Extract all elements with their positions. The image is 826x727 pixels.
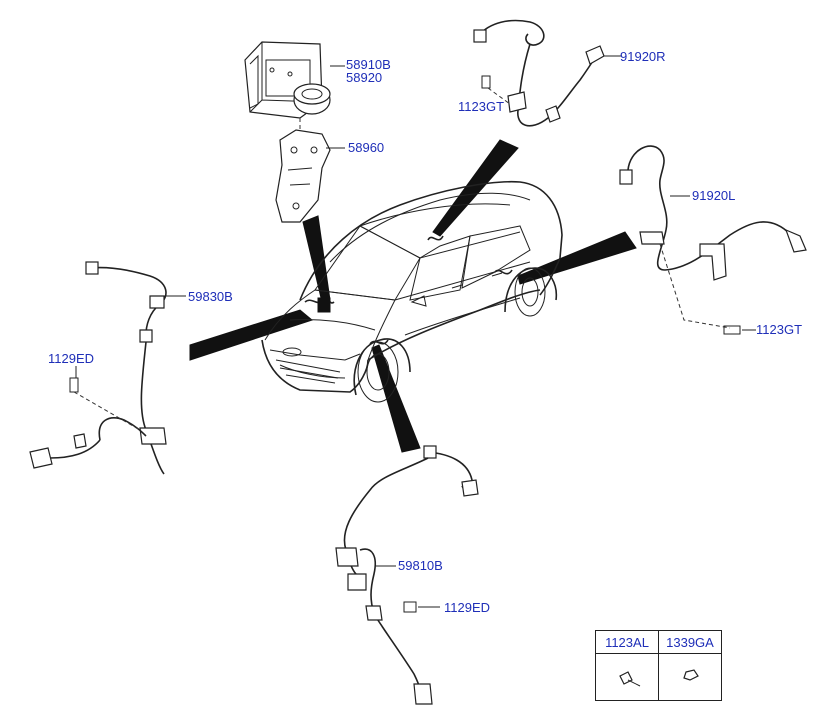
label-bolt-1123gt-top: 1123GT xyxy=(458,99,505,114)
front-cable xyxy=(335,445,479,705)
label-bolt-1129ed-left: 1129ED xyxy=(48,351,95,366)
hecu-bracket xyxy=(275,129,345,223)
pointer-wedges xyxy=(189,139,637,453)
label-hecu-58910b: 58910B xyxy=(346,57,391,72)
label-hecu-58920: 58920 xyxy=(346,70,383,85)
hecu-module xyxy=(244,41,345,132)
label-bracket-58960: 58960 xyxy=(348,140,385,155)
legend-cell-nut-icon xyxy=(658,653,722,701)
car-body xyxy=(261,180,563,403)
label-rear-left-sensor: 91920L xyxy=(692,188,736,203)
label-front-right-sensor: 91920R xyxy=(620,49,666,64)
front-right-sensor xyxy=(473,19,622,127)
front-left-cable xyxy=(29,261,186,475)
label-bolt-1129ed-bottom: 1129ED xyxy=(444,600,491,615)
legend-cell-bolt-icon xyxy=(595,653,659,701)
rear-left-sensor xyxy=(619,145,807,335)
label-front-left-cable: 59830B xyxy=(188,289,233,304)
legend-header-1339ga: 1339GA xyxy=(658,630,722,654)
legend-table: 1123AL 1339GA xyxy=(595,630,722,701)
label-front-cable: 59810B xyxy=(398,558,443,573)
label-bolt-1123gt-right: 1123GT xyxy=(756,322,803,337)
legend-header-1123al: 1123AL xyxy=(595,630,659,654)
